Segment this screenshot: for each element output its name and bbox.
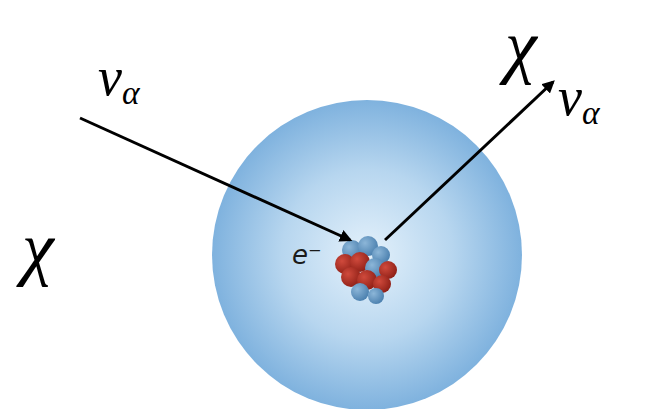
nucleus bbox=[335, 236, 397, 304]
neutron-ball bbox=[368, 288, 384, 304]
electron-label: e⁻ bbox=[292, 242, 322, 268]
electron-cloud bbox=[212, 100, 522, 409]
incoming-arrow bbox=[80, 118, 350, 240]
particle-label: χ bbox=[22, 212, 54, 284]
outgoing-arrow bbox=[385, 82, 553, 240]
neutrino-label: να bbox=[558, 70, 600, 130]
neutrino-label: να bbox=[98, 50, 140, 110]
neutron-ball bbox=[351, 283, 369, 301]
particle-label: χ bbox=[505, 10, 537, 82]
